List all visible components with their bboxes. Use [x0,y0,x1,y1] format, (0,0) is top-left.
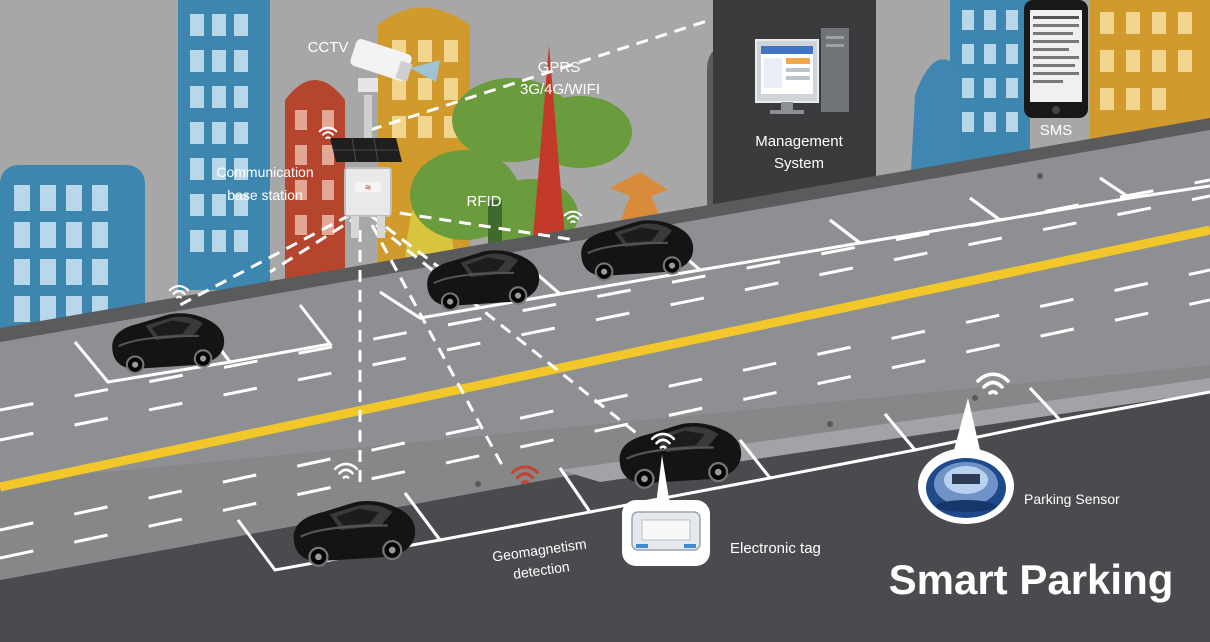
base-station-label-line1: Communication [216,164,313,180]
cctv-camera-icon [350,39,440,92]
electronic-tag-label: Electronic tag [730,540,821,557]
base-station-label-line2: base station [227,187,303,203]
parking-sensor-label: Parking Sensor [1024,491,1120,507]
gprs-label: GPRS [538,59,581,76]
geomagnetism-label-line2: detection [512,558,571,582]
parking-bays-lower [236,386,1210,572]
lane-markings [0,178,1210,560]
management-system-label-line1: Management [755,133,843,150]
page-title: Smart Parking [889,556,1174,603]
parking-sensor-callout [918,398,1014,524]
computer-icon [755,28,849,114]
city-buildings [0,0,1210,355]
base-station-icon: ≋ [330,95,402,238]
road-far-lanes [0,128,1210,482]
network-types-label: 3G/4G/WIFI [520,81,600,98]
management-system-label-line2: System [774,155,824,172]
rfid-label: RFID [467,193,502,210]
road-near-lanes [0,365,1210,580]
sms-label: SMS [1040,122,1073,139]
communication-links [179,18,711,485]
lower-ground [0,380,1210,642]
svg-text:≋: ≋ [365,183,372,192]
gprs-tower [533,45,565,238]
smartphone-icon [1024,0,1088,118]
cctv-label: CCTV [308,39,349,56]
electronic-tag-callout [622,455,710,566]
trees [410,78,668,260]
center-line [0,225,1210,492]
